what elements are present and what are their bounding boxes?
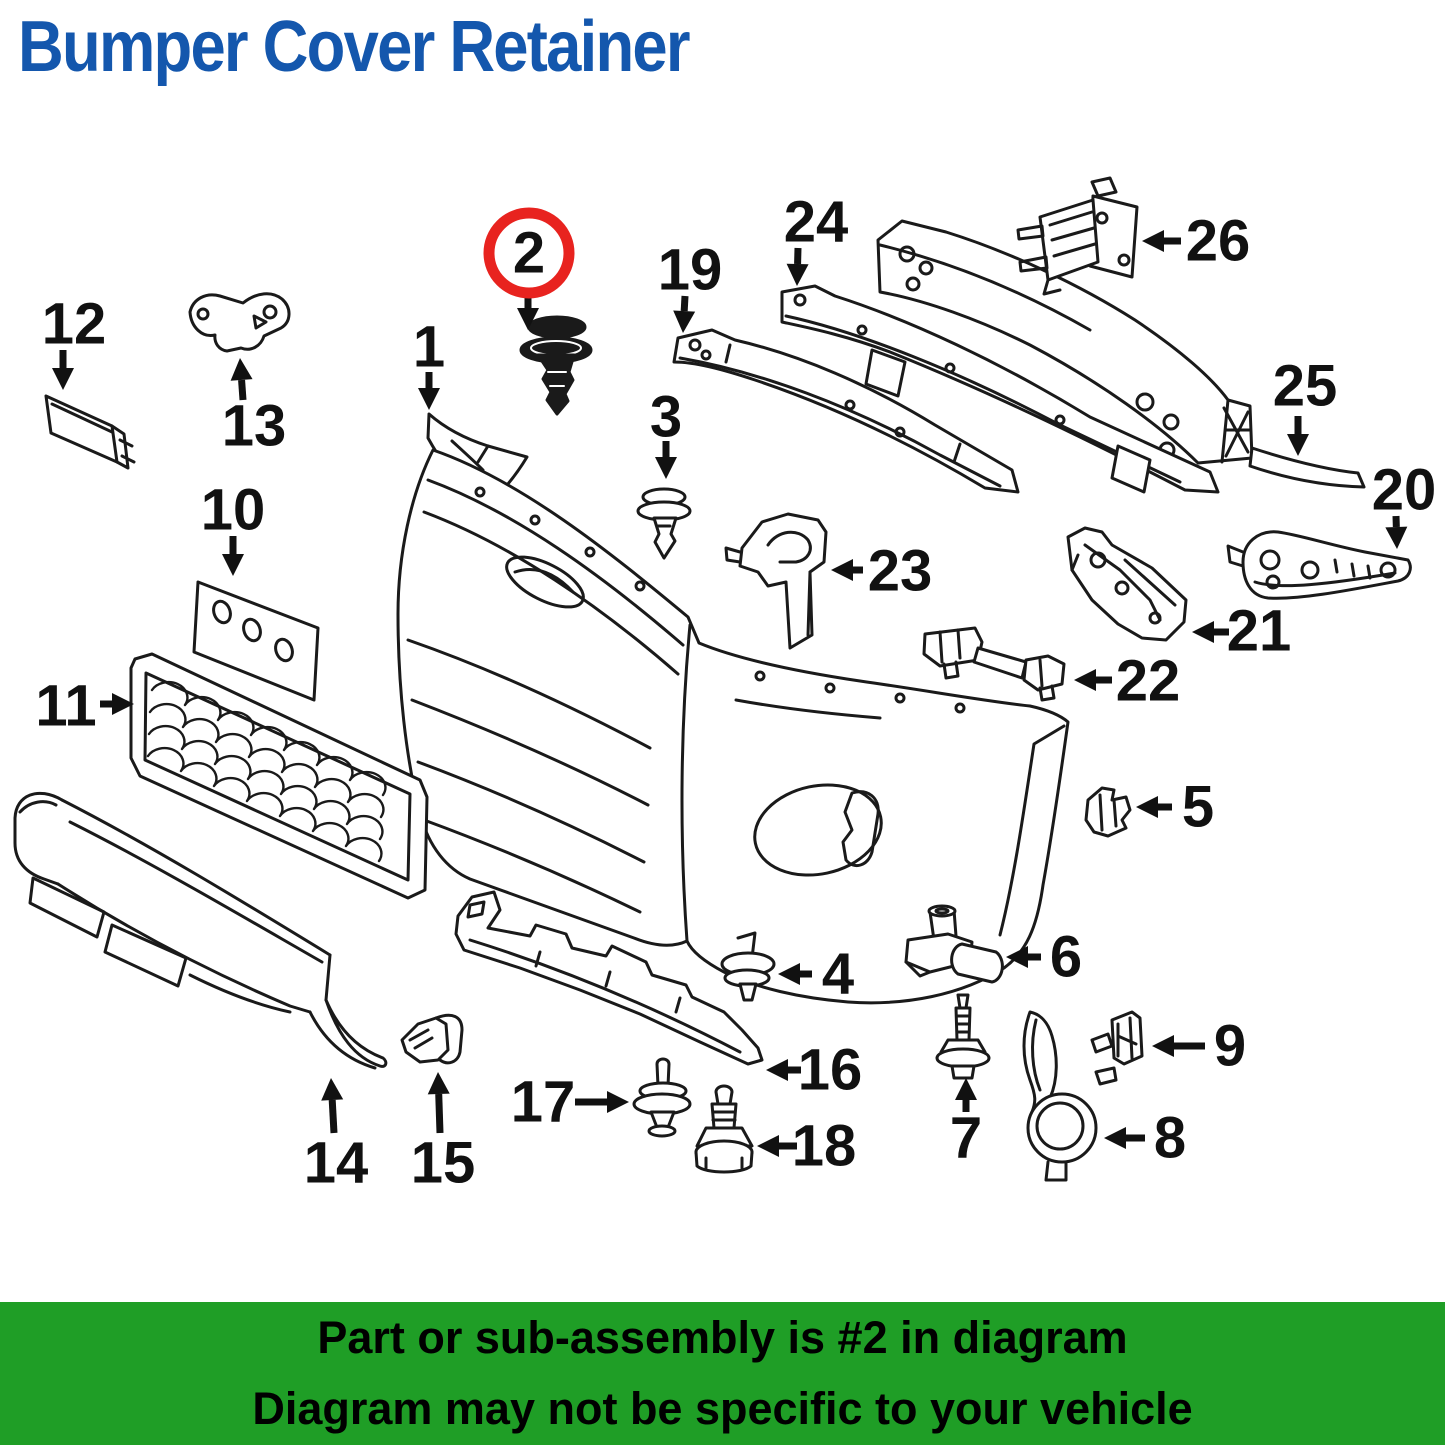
part-arrowhead-23 <box>831 559 853 581</box>
part-label-18: 18 <box>792 1114 857 1179</box>
part-arrowhead-13 <box>230 358 253 381</box>
part-arrowhead-7 <box>955 1078 977 1100</box>
part-3-drawing <box>636 487 692 560</box>
part-21-drawing <box>1066 526 1188 642</box>
part-25-drawing <box>876 219 1366 489</box>
part-arrowhead-9 <box>1152 1035 1174 1057</box>
part-13-drawing <box>188 292 291 353</box>
part-arrow-19 <box>680 295 689 312</box>
part-label-10: 10 <box>201 478 266 543</box>
part-label-23: 23 <box>868 539 933 604</box>
part-arrowhead-5 <box>1136 796 1158 818</box>
part-label-7: 7 <box>950 1106 982 1171</box>
part-arrowhead-11 <box>112 693 134 715</box>
part-15-drawing <box>400 1013 464 1065</box>
part-arrowhead-15 <box>427 1072 450 1095</box>
part-arrowhead-14 <box>321 1078 344 1101</box>
part-24-drawing <box>780 284 1220 494</box>
part-14-drawing <box>13 791 388 1070</box>
part-arrowhead-12 <box>52 368 74 390</box>
part-arrowhead-10 <box>222 554 244 576</box>
part-6-drawing <box>904 904 1004 984</box>
part-arrowhead-26 <box>1142 230 1164 252</box>
part-12-drawing <box>44 394 136 470</box>
part-arrowhead-24 <box>786 263 809 286</box>
part-arrowhead-25 <box>1287 434 1309 456</box>
part-7-drawing <box>935 993 991 1080</box>
part-label-26: 26 <box>1186 209 1251 274</box>
diagram-canvas: 1234567891011121314151617181920212223242… <box>13 176 1436 1196</box>
part-label-25: 25 <box>1273 354 1338 419</box>
part-arrowhead-20 <box>1385 526 1408 549</box>
part-label-5: 5 <box>1182 775 1214 840</box>
part-label-16: 16 <box>798 1038 863 1103</box>
part-10-drawing <box>192 580 320 702</box>
part-arrowhead-17 <box>607 1091 629 1113</box>
part-5-drawing <box>1084 786 1132 838</box>
part-label-12: 12 <box>42 292 107 357</box>
part-label-24: 24 <box>784 190 849 255</box>
part-22-drawing <box>922 626 1066 702</box>
part-4-drawing <box>720 931 776 1002</box>
banner-line-2: Diagram may not be specific to your vehi… <box>252 1383 1193 1435</box>
part-label-15: 15 <box>411 1131 476 1196</box>
part-arrow-13 <box>238 379 247 401</box>
part-label-4: 4 <box>822 942 854 1007</box>
banner-line-1: Part or sub-assembly is #2 in diagram <box>317 1311 1128 1363</box>
part-label-20: 20 <box>1372 458 1437 523</box>
part-arrowhead-16 <box>766 1059 788 1081</box>
part-11-drawing <box>129 652 429 900</box>
part-label-17: 17 <box>511 1070 576 1135</box>
part-label-6: 6 <box>1050 925 1082 990</box>
part-2-drawing <box>519 315 593 416</box>
part-label-2: 2 <box>513 221 545 286</box>
part-19-drawing <box>672 328 1020 494</box>
part-label-21: 21 <box>1227 599 1292 664</box>
parts-artwork <box>13 176 1412 1182</box>
part-label-22: 22 <box>1116 649 1181 714</box>
part-18-drawing <box>694 1084 754 1174</box>
part-arrow-14 <box>328 1099 338 1134</box>
part-label-8: 8 <box>1154 1106 1186 1171</box>
part-label-13: 13 <box>222 394 287 459</box>
part-arrowhead-1 <box>418 388 440 410</box>
part-label-9: 9 <box>1214 1014 1246 1079</box>
part-label-11: 11 <box>35 674 96 739</box>
part-arrowhead-19 <box>673 310 696 333</box>
part-arrowhead-6 <box>1006 946 1028 968</box>
part-20-drawing <box>1226 530 1412 600</box>
part-arrowhead-21 <box>1192 621 1214 643</box>
part-label-14: 14 <box>304 1131 369 1196</box>
part-9-drawing <box>1110 1010 1144 1066</box>
part-arrowhead-22 <box>1074 669 1096 691</box>
part-23-drawing <box>724 512 828 650</box>
part-arrowhead-18 <box>757 1135 779 1157</box>
part-16-drawing <box>454 890 764 1066</box>
part-arrowhead-2 <box>517 308 539 330</box>
part-8-drawing <box>1022 1010 1118 1182</box>
part-17-drawing <box>632 1057 692 1138</box>
part-arrowhead-3 <box>655 457 677 479</box>
part-26-drawing <box>1016 176 1139 296</box>
part-label-3: 3 <box>650 385 682 450</box>
highlight-circle <box>483 207 575 299</box>
part-arrowhead-4 <box>778 963 800 985</box>
page-title: Bumper Cover Retainer <box>18 7 691 87</box>
part-label-1: 1 <box>413 315 445 380</box>
info-banner: Part or sub-assembly is #2 in diagram Di… <box>0 1302 1445 1445</box>
part-arrow-15 <box>435 1093 444 1134</box>
part-label-19: 19 <box>658 238 723 303</box>
part-arrowhead-8 <box>1104 1127 1126 1149</box>
